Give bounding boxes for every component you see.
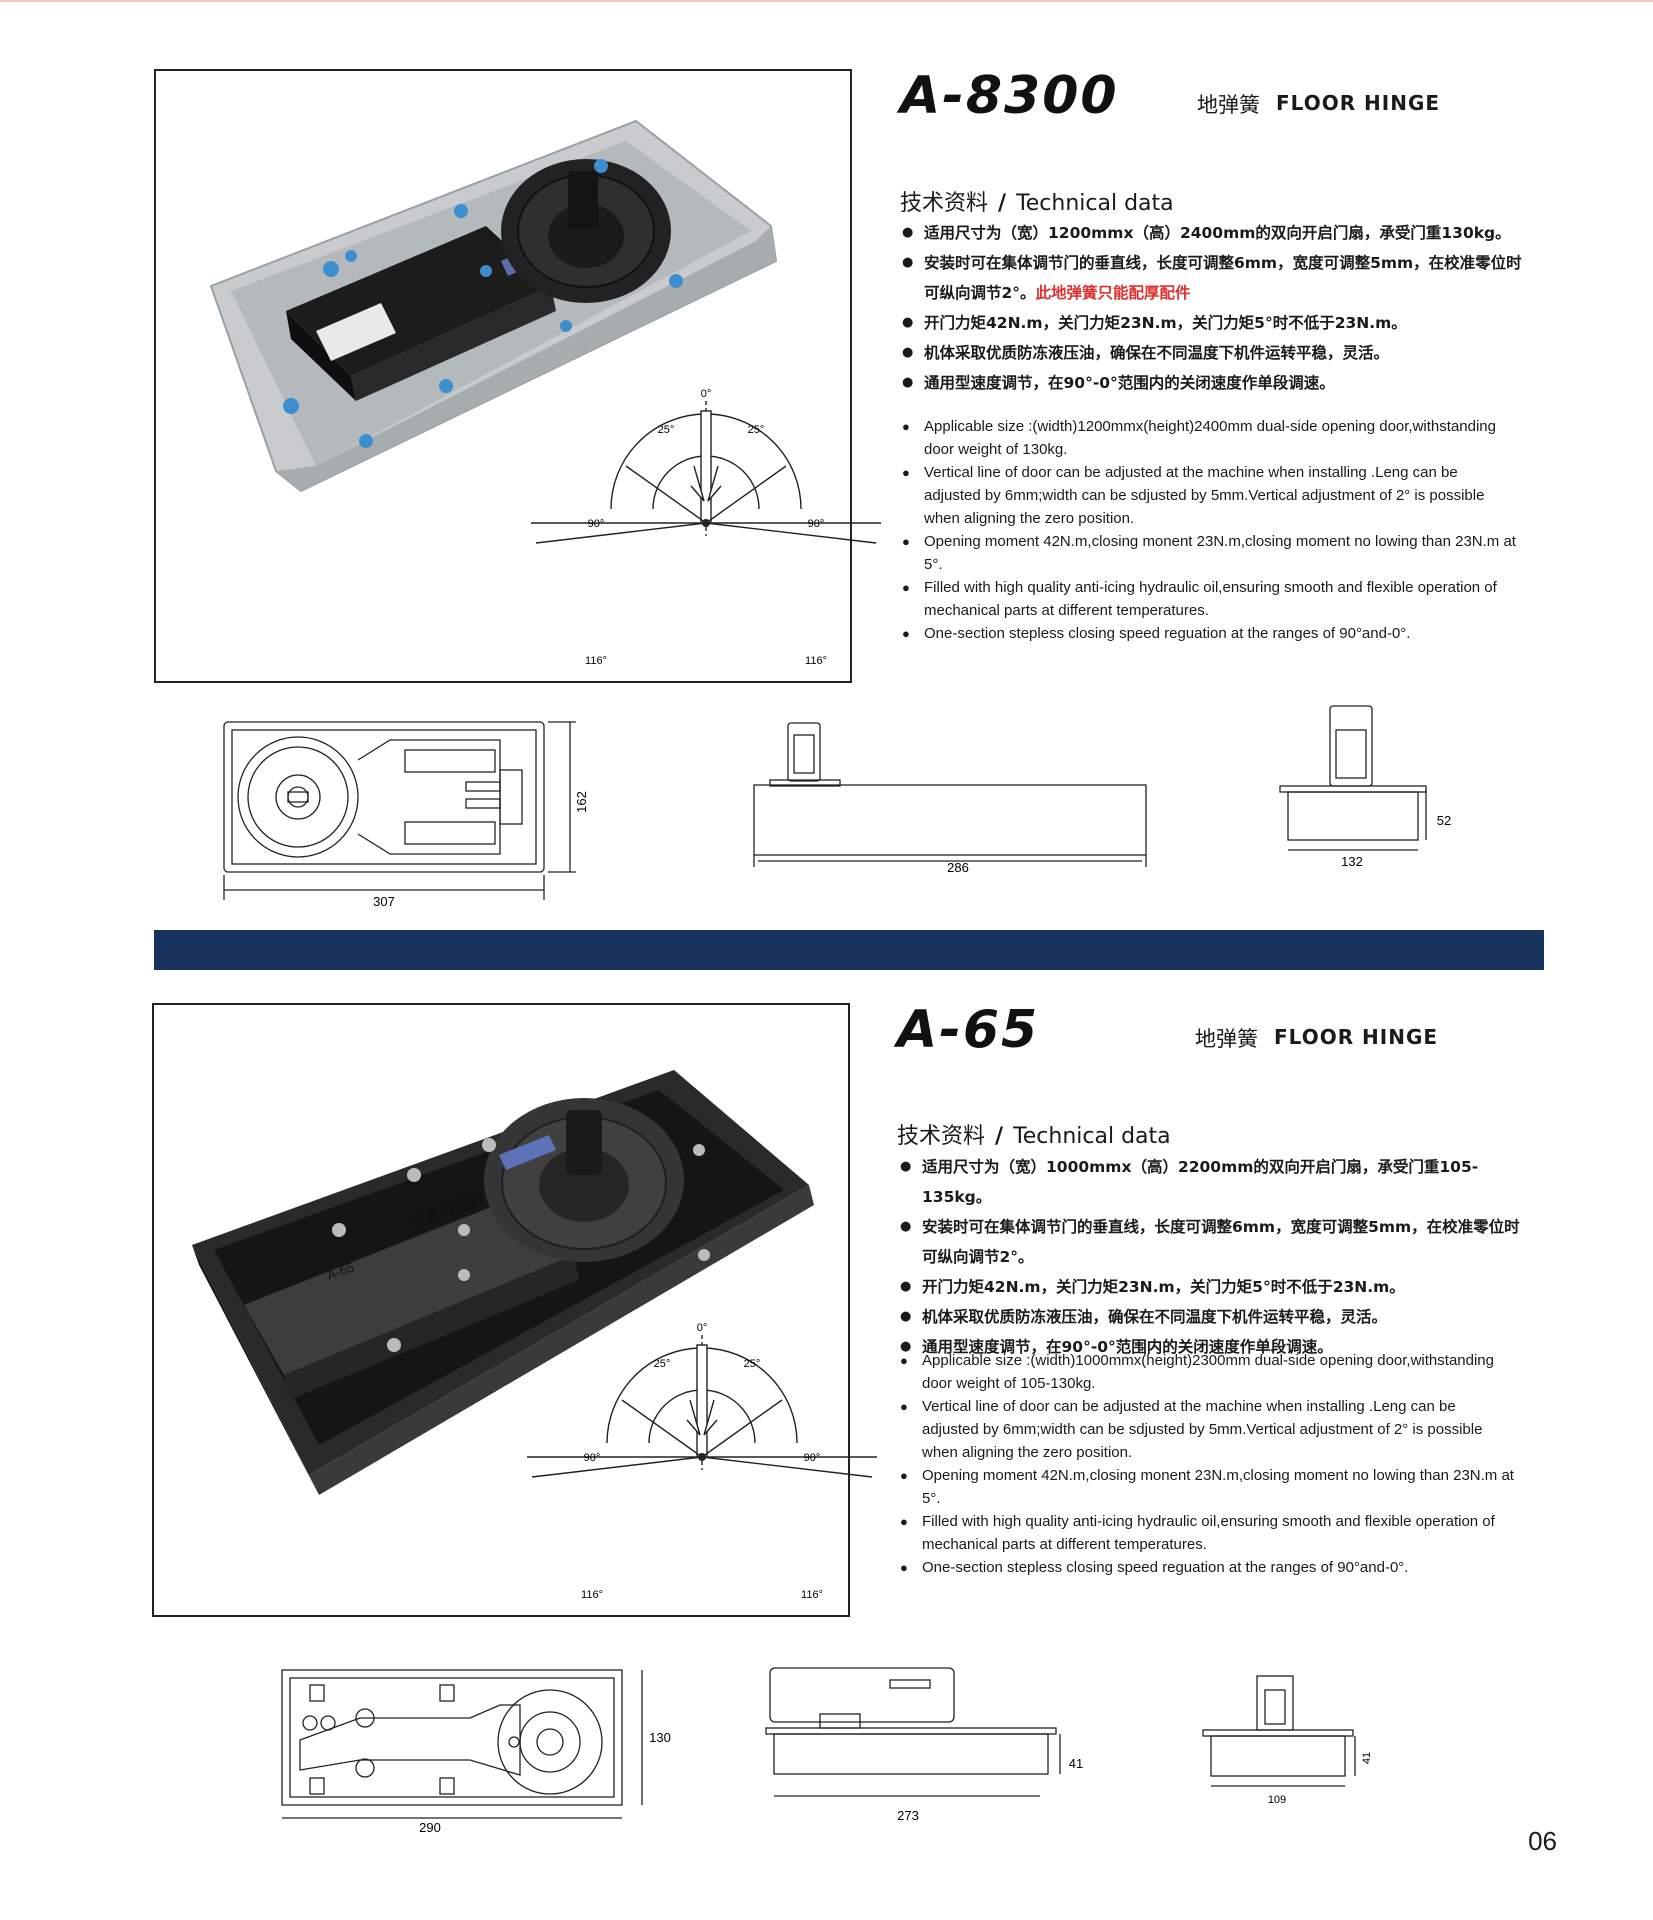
top-view-drawing-a8300: 307 162 <box>223 721 589 909</box>
cn-spec-note: 此地弹簧只能配厚配件 <box>1035 284 1191 302</box>
category-cn-a65: 地弹簧 <box>1195 1027 1258 1051</box>
cn-spec-text: 安装时可在集体调节门的垂直线，长度可调整6mm，宽度可调整5mm，在校准零位时可… <box>924 254 1522 302</box>
tech-title-en: Technical data <box>1013 1124 1171 1149</box>
tech-title-cn: 技术资料 <box>900 191 989 216</box>
en-spec-item: One-section stepless closing speed regua… <box>900 1556 1516 1579</box>
angle-label-0: 0° <box>697 1322 708 1334</box>
angle-label-0: 0° <box>701 388 712 400</box>
dim-end-height: 52 <box>1437 813 1451 828</box>
top-view-drawing-a65: 290 130 <box>281 1669 671 1835</box>
en-spec-item: Applicable size :(width)1200mmx(height)2… <box>902 415 1518 461</box>
angle-label-25-left: 25° <box>654 1358 671 1370</box>
angle-label-116-left: 116° <box>585 655 607 667</box>
cn-spec-item: 开门力矩42N.m，关门力矩23N.m，关门力矩5°时不低于23N.m。 <box>900 1272 1520 1302</box>
top-border-line <box>0 0 1653 2</box>
tech-title-sep: / <box>995 1124 1004 1149</box>
angle-label-25-left: 25° <box>658 424 675 436</box>
angle-label-90-left: 90° <box>584 1452 601 1464</box>
tech-title-sep: / <box>998 191 1007 216</box>
cn-spec-item: 开门力矩42N.m，关门力矩23N.m，关门力矩5°时不低于23N.m。 <box>902 308 1522 338</box>
cn-spec-list-a65: 适用尺寸为（宽）1000mmx（高）2200mm的双向开启门扇，承受门重105-… <box>900 1152 1520 1362</box>
tech-data-heading-a8300: 技术资料 / Technical data <box>900 185 1174 217</box>
dim-top-length: 290 <box>419 1820 441 1835</box>
side-view-drawing-a65: 273 41 <box>765 1667 1083 1823</box>
cn-spec-item: 机体采取优质防冻液压油，确保在不同温度下机件运转平稳，灵活。 <box>902 338 1522 368</box>
dim-top-width: 130 <box>649 1730 671 1745</box>
tech-title-cn: 技术资料 <box>897 1124 986 1149</box>
angle-label-116-right: 116° <box>801 1589 823 1601</box>
angle-label-25-right: 25° <box>744 1358 761 1370</box>
en-spec-item: One-section stepless closing speed regua… <box>902 622 1518 645</box>
cn-spec-item: 安装时可在集体调节门的垂直线，长度可调整6mm，宽度可调整5mm，在校准零位时可… <box>900 1212 1520 1272</box>
tech-title-en: Technical data <box>1016 191 1174 216</box>
section-divider-bar <box>154 930 1544 970</box>
model-title-a65: A-65 <box>897 1000 1040 1060</box>
cn-spec-item: 机体采取优质防冻液压油，确保在不同温度下机件运转平稳，灵活。 <box>900 1302 1520 1332</box>
model-title-a8300: A-8300 <box>900 66 1119 126</box>
en-spec-item: Vertical line of door can be adjusted at… <box>900 1395 1516 1464</box>
tech-data-heading-a65: 技术资料 / Technical data <box>897 1118 1171 1150</box>
en-spec-item: Applicable size :(width)1000mmx(height)2… <box>900 1349 1516 1395</box>
en-spec-item: Filled with high quality anti-icing hydr… <box>900 1510 1516 1556</box>
dim-top-length: 307 <box>373 894 395 909</box>
cn-spec-item: 通用型速度调节，在90°-0°范围内的关闭速度作单段调速。 <box>902 368 1522 398</box>
cn-spec-list-a8300: 适用尺寸为（宽）1200mmx（高）2400mm的双向开启门扇，承受门重130k… <box>902 218 1522 398</box>
dim-side-length: 273 <box>897 1808 919 1823</box>
angle-label-90-right: 90° <box>804 1452 821 1464</box>
product-photo-frame-a65: BENER A-65 0° 25° 25° 90° 90° 116° 116° <box>152 1003 877 1617</box>
cn-spec-item: 适用尺寸为（宽）1200mmx（高）2400mm的双向开启门扇，承受门重130k… <box>902 218 1522 248</box>
dim-top-width: 162 <box>574 791 589 813</box>
category-en-a8300: FLOOR HINGE <box>1276 91 1441 115</box>
angle-label-90-left: 90° <box>588 518 605 530</box>
angle-label-116-right: 116° <box>805 655 827 667</box>
dim-end-width: 109 <box>1268 1794 1286 1806</box>
en-spec-list-a8300: Applicable size :(width)1200mmx(height)2… <box>902 415 1518 645</box>
product-photo-a65: BENER A-65 0° 25° 25° 90° 90° 116° 116° <box>192 1070 877 1601</box>
cn-spec-item: 安装时可在集体调节门的垂直线，长度可调整6mm，宽度可调整5mm，在校准零位时可… <box>902 248 1522 308</box>
end-view-drawing-a8300: 132 52 <box>1279 705 1451 869</box>
end-view-drawing-a65: 109 41 <box>1202 1675 1373 1806</box>
product-photo-frame-a8300: 0° 25° 25° 90° 90° 116° 116° <box>154 69 881 683</box>
en-spec-item: Vertical line of door can be adjusted at… <box>902 461 1518 530</box>
en-spec-list-a65: Applicable size :(width)1000mmx(height)2… <box>900 1349 1516 1579</box>
dim-side-height: 41 <box>1069 1756 1083 1771</box>
dim-end-width: 132 <box>1341 854 1363 869</box>
page-number: 06 <box>1528 1826 1557 1856</box>
side-view-drawing-a8300: 286 <box>753 722 1147 875</box>
en-spec-item: Filled with high quality anti-icing hydr… <box>902 576 1518 622</box>
category-en-a65: FLOOR HINGE <box>1274 1025 1439 1049</box>
product-photo-a8300: 0° 25° 25° 90° 90° 116° 116° <box>209 119 881 667</box>
angle-diagram-a8300 <box>531 401 881 544</box>
angle-label-90-right: 90° <box>808 518 825 530</box>
en-spec-item: Opening moment 42N.m,closing monent 23N.… <box>902 530 1518 576</box>
angle-label-116-left: 116° <box>581 1589 603 1601</box>
dim-side-length: 286 <box>947 860 969 875</box>
category-cn-a8300: 地弹簧 <box>1197 93 1260 117</box>
en-spec-item: Opening moment 42N.m,closing monent 23N.… <box>900 1464 1516 1510</box>
cn-spec-item: 适用尺寸为（宽）1000mmx（高）2200mm的双向开启门扇，承受门重105-… <box>900 1152 1520 1212</box>
angle-label-25-right: 25° <box>748 424 765 436</box>
dim-end-height: 41 <box>1361 1752 1373 1764</box>
